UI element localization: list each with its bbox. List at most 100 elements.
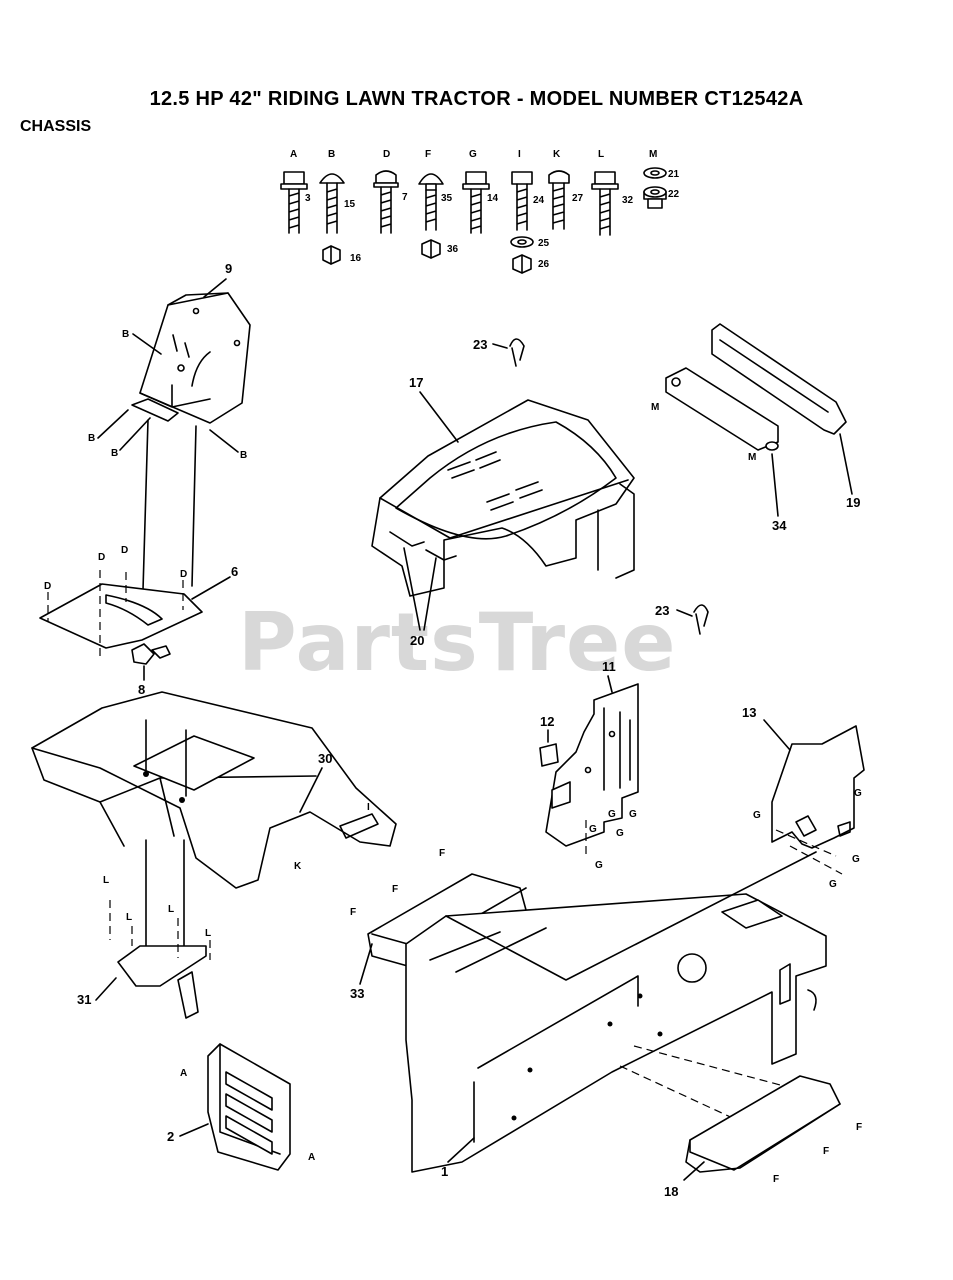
tag-a-2: A <box>308 1152 315 1163</box>
bolt-k-icon <box>548 170 570 230</box>
part-22: 22 <box>668 189 680 200</box>
tag-m-2: M <box>748 452 756 463</box>
tag-d-4: D <box>180 569 187 580</box>
part-26: 26 <box>538 259 550 270</box>
hardware-letter-a: A <box>290 149 297 160</box>
decal-12 <box>539 743 559 767</box>
part-3: 3 <box>305 193 311 204</box>
hardware-letter-i: I <box>518 149 521 160</box>
tag-m-1: M <box>651 402 659 413</box>
tag-f-4: F <box>856 1122 862 1133</box>
bolt-d-icon <box>373 170 399 234</box>
part-35: 35 <box>441 193 453 204</box>
washer-25-icon <box>510 236 534 248</box>
callout-34: 18 <box>664 1184 678 1199</box>
tag-k: K <box>294 861 302 872</box>
callout-20: 34 <box>772 518 787 533</box>
washer-21-icon <box>643 167 667 179</box>
callout-9: 9 <box>225 261 232 276</box>
main-frame-1 <box>405 851 827 1173</box>
tag-l-4: L <box>205 928 211 939</box>
right-side-panel-11 <box>545 683 639 847</box>
tag-l-3: L <box>168 904 174 915</box>
tag-d-2: D <box>98 552 105 563</box>
hardware-letter-m: M <box>649 149 657 160</box>
tag-b-4: B <box>240 450 247 461</box>
fender-assembly <box>31 691 397 889</box>
tag-g-7: G <box>753 810 761 821</box>
bolt-g-icon <box>462 171 490 234</box>
seat-bracket-31 <box>109 839 211 1019</box>
bolt-i-icon <box>511 171 533 231</box>
part-7: 7 <box>402 192 408 203</box>
page-title: 12.5 HP 42" RIDING LAWN TRACTOR - MODEL … <box>149 88 804 110</box>
hardware-letter-k: K <box>553 149 561 160</box>
hardware-letter-g: G <box>469 149 477 160</box>
watermark: PartsTree <box>238 596 677 689</box>
section-title: CHASSIS <box>20 118 92 135</box>
nut-26-icon <box>512 254 532 274</box>
callout-19: 19 <box>846 495 860 510</box>
nut-16-icon <box>322 245 341 265</box>
hardware-letter-d: D <box>383 149 390 160</box>
callout-18: 20 <box>410 633 424 648</box>
tag-f-2: F <box>392 884 398 895</box>
callout-23-top: 23 <box>473 337 487 352</box>
hardware-letter-f: F <box>425 149 431 160</box>
hardware-letter-b: B <box>328 149 335 160</box>
dash-panel-assembly <box>39 292 251 665</box>
callout-2: 2 <box>167 1129 174 1144</box>
part-14: 14 <box>487 193 499 204</box>
part-24: 24 <box>533 195 545 206</box>
part-36: 36 <box>447 244 459 255</box>
hardware-row: A 3 B 15 16 D 7 F <box>280 149 680 274</box>
part-27: 27 <box>572 193 584 204</box>
tag-g-4: G <box>616 828 624 839</box>
tag-d-1: D <box>44 581 51 592</box>
tag-l-1: L <box>103 875 109 886</box>
callout-13: 13 <box>742 705 756 720</box>
callout-30: 30 <box>318 751 332 766</box>
tag-g-8: G <box>852 854 860 865</box>
tag-g-2: G <box>629 809 637 820</box>
hood-assembly <box>371 399 635 597</box>
tag-f-3: F <box>350 907 356 918</box>
tag-g-6: G <box>854 788 862 799</box>
front-bumper-assembly <box>665 323 847 451</box>
tag-f-5: F <box>823 1146 829 1157</box>
hairpin-clip-23-top <box>509 338 525 367</box>
callout-11: 11 <box>602 659 616 674</box>
tag-b-1: B <box>122 329 129 340</box>
nut-36-icon <box>421 239 441 259</box>
bushing-22-icon <box>643 186 667 209</box>
part-15: 15 <box>344 199 356 210</box>
bolt-b-icon <box>319 173 345 234</box>
tag-i: I <box>367 802 370 813</box>
tag-b-2: B <box>88 433 95 444</box>
part-21: 21 <box>668 169 680 180</box>
tag-f-6: F <box>773 1174 779 1185</box>
hardware-letter-l: L <box>598 149 604 160</box>
callout-31: 31 <box>77 992 91 1007</box>
tag-f-1: F <box>439 848 445 859</box>
left-side-panel-13 <box>771 725 865 849</box>
part-32: 32 <box>622 195 634 206</box>
tag-g-1: G <box>608 809 616 820</box>
callout-6: 6 <box>231 564 238 579</box>
tag-d-3: D <box>121 545 128 556</box>
callout-1: 1 <box>441 1164 448 1179</box>
tag-g-3: G <box>589 824 597 835</box>
carriage-bolt-f-icon <box>418 173 444 231</box>
tag-b-3: B <box>111 448 118 459</box>
callout-33: 33 <box>350 986 364 1001</box>
callout-12: 12 <box>540 714 554 729</box>
hairpin-clip-23-right <box>693 604 709 635</box>
bolt-l-icon <box>591 171 619 236</box>
tag-g-5: G <box>595 860 603 871</box>
callout-23-right: 23 <box>655 603 669 618</box>
part-16: 16 <box>350 253 362 264</box>
rear-guard-2 <box>207 1043 291 1171</box>
callout-8: 8 <box>138 682 145 697</box>
tag-l-2: L <box>126 912 132 923</box>
